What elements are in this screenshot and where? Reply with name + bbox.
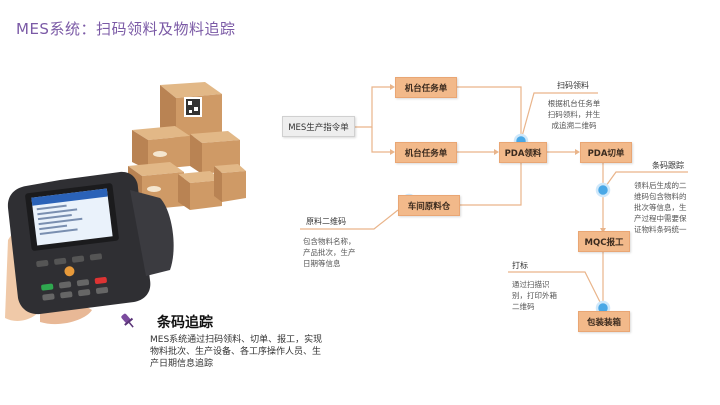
machine-task-box-mid: 机台任务单	[395, 142, 457, 163]
note-barcode-track-title: 条码跟踪	[652, 161, 684, 170]
handheld-scanner	[7, 171, 174, 315]
workshop-material-box: 车间原料仓	[398, 195, 460, 216]
note-raw-qr-text: 包含物料名称， 产品批次，生产 日期等信息	[303, 237, 356, 268]
machine-task-box-top: 机台任务单	[395, 77, 457, 98]
slide-title: MES系统：扫码领料及物料追踪	[16, 20, 236, 38]
note-print-text: 通过扫描识 别，打印外箱 二维码	[512, 280, 557, 311]
feature-title: 条码追踪	[157, 315, 213, 331]
blue-dot-barcode-track	[595, 182, 611, 198]
packing-box: 包装装箱	[578, 311, 630, 332]
note-scan-pick-title: 扫码领料	[557, 81, 589, 90]
note-scan-pick-text: 根据机台任务单 扫码领料，并生 成追溯二维码	[547, 99, 601, 130]
cardboard-boxes	[128, 82, 246, 210]
connector-order-to-tasks	[355, 86, 390, 128]
pda-pick-box: PDA领料	[499, 142, 547, 163]
pda-cut-box: PDA切单	[580, 142, 632, 163]
note-barcode-track-text: 领料后生成的二 维码包含物料的 批次等信息，生 产过程中需要保 证物料条码统一	[634, 181, 687, 234]
mqc-report-box: MQC报工	[578, 231, 630, 252]
scanner-illustration	[5, 82, 246, 325]
note-raw-qr-title: 原料二维码	[306, 217, 346, 226]
note-print-title: 打标	[512, 261, 528, 270]
mes-order-box: MES生产指令单	[282, 116, 355, 137]
feature-description: MES系统通过扫码领料、切单、报工，实现物料批次、生产设备、各工序操作人员、生产…	[150, 335, 323, 369]
pushpin-icon	[121, 313, 134, 328]
